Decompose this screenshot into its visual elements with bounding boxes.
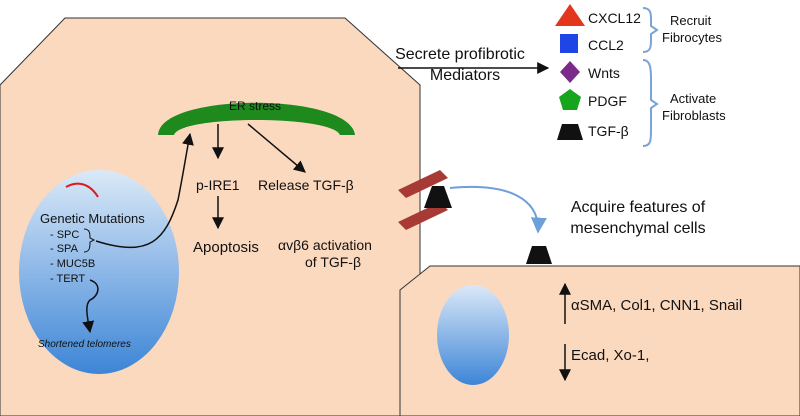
cell-junction-bar-2	[398, 202, 448, 230]
avb6-line2: of TGF-β	[305, 254, 361, 270]
diamond-icon	[560, 61, 580, 83]
acquire-line2: mesenchymal cells	[570, 220, 705, 237]
p-ire1-label: p-IRE1	[196, 177, 240, 193]
square-icon	[560, 34, 578, 53]
avb6-line1: αvβ6 activation	[278, 237, 372, 253]
secrete-line1: Secrete profibrotic	[395, 46, 525, 63]
mutation-item-tert: - TERT	[50, 273, 85, 285]
legend-tgfb: TGF-β	[588, 123, 629, 139]
triangle-icon	[555, 4, 585, 26]
mutation-curve	[65, 182, 99, 198]
recruit-brace	[642, 7, 659, 53]
activate-line2: Fibroblasts	[662, 108, 726, 123]
tgfb-released-icon	[424, 186, 452, 208]
mutation-item-spa: - SPA	[50, 243, 79, 255]
activate-brace	[642, 59, 659, 147]
er-stress-label: ER stress	[229, 99, 281, 113]
cell-junction-bar-1	[398, 170, 448, 198]
spc-spa-brace	[83, 228, 96, 253]
recruit-line2: Fibrocytes	[662, 30, 722, 45]
apoptosis-label: Apoptosis	[193, 239, 259, 256]
trapezoid-icon	[557, 124, 583, 140]
activate-line1: Activate	[670, 91, 716, 106]
upregulated-markers: αSMA, Col1, CNN1, Snail	[571, 297, 742, 314]
legend-pdgf: PDGF	[588, 93, 627, 109]
legend-wnts: Wnts	[588, 65, 620, 81]
mesenchymal-nucleus	[437, 285, 509, 385]
acquire-line1: Acquire features of	[571, 199, 706, 216]
shortened-telomeres-label: Shortened telomeres	[38, 339, 131, 350]
mutation-item-muc5b: - MUC5B	[50, 258, 95, 270]
tgfb-receptor-icon	[526, 246, 552, 264]
downregulated-markers: Ecad, Xo-1,	[571, 347, 649, 364]
legend-cxcl12: CXCL12	[588, 10, 641, 26]
recruit-line1: Recruit	[670, 13, 712, 28]
pentagon-icon	[559, 89, 581, 110]
genetic-mutations-label: Genetic Mutations	[40, 211, 145, 226]
arrow-to-mesenchymal	[449, 185, 547, 234]
legend-ccl2: CCL2	[588, 37, 624, 53]
nucleus	[19, 170, 179, 374]
arrow-tert-to-telomeres	[82, 279, 99, 334]
arrow-er-to-release	[247, 123, 306, 173]
secrete-line2: Mediators	[430, 67, 500, 84]
er-stress-shape	[158, 102, 355, 135]
mutation-item-spc: - SPC	[50, 229, 79, 241]
arrow-mutations-to-er	[95, 132, 194, 249]
release-tgfb-label: Release TGF-β	[258, 177, 354, 193]
